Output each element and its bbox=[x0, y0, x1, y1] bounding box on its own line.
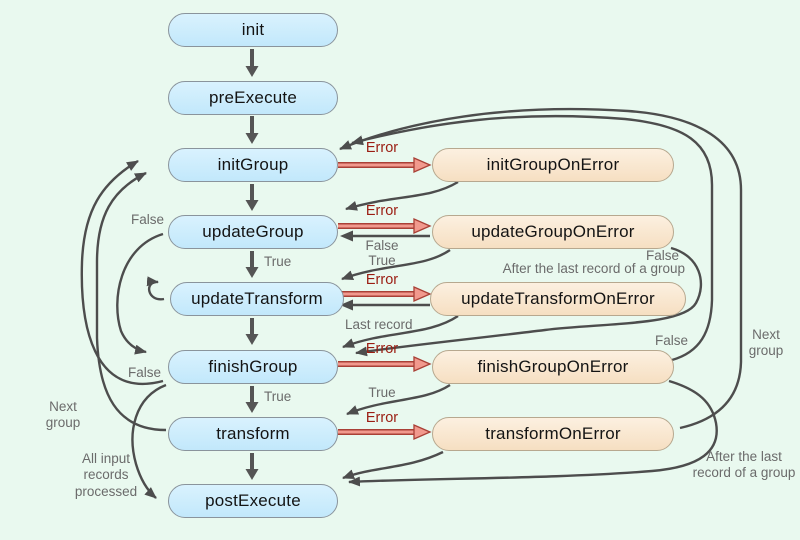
edge-label-false-finish-group-on-error: False bbox=[655, 333, 689, 348]
edge-label-error-update-group: Error bbox=[365, 203, 399, 219]
node-update-group-on-error: updateGroupOnError bbox=[432, 215, 674, 249]
edge-label-error-transform: Error bbox=[365, 410, 399, 426]
edge-label-false-finish-group: False bbox=[128, 365, 162, 380]
node-update-transform-on-error: updateTransformOnError bbox=[430, 282, 686, 316]
node-transform: transform bbox=[168, 417, 338, 451]
edge-label-last-record: Last record bbox=[345, 317, 413, 332]
edge-label-false-update-group-on-error: False bbox=[646, 248, 680, 263]
edge-label-error-finish-group: Error bbox=[365, 341, 399, 357]
edge-label-false-return: False bbox=[365, 238, 399, 253]
edge-label-true-on-error: True bbox=[368, 385, 396, 400]
edge-label-next-group-right: Next group bbox=[748, 327, 784, 359]
error-arrows bbox=[338, 157, 432, 440]
edge-label-true-finish-group: True bbox=[264, 389, 292, 404]
edge-label-true-update-group: True bbox=[264, 254, 292, 269]
edge-label-after-last-record-top: After the last record of a group bbox=[502, 261, 685, 276]
node-init-group: initGroup bbox=[168, 148, 338, 182]
edge-label-false-update-group: False bbox=[131, 212, 165, 227]
node-post-execute: postExecute bbox=[168, 484, 338, 518]
flow-curves bbox=[80, 107, 743, 499]
node-update-transform: updateTransform bbox=[170, 282, 344, 316]
edge-label-true-return: True bbox=[368, 253, 396, 268]
node-finish-group-on-error: finishGroupOnError bbox=[432, 350, 674, 384]
edge-label-error-init-group: Error bbox=[365, 140, 399, 156]
node-finish-group: finishGroup bbox=[168, 350, 338, 384]
node-init: init bbox=[168, 13, 338, 47]
node-update-group: updateGroup bbox=[168, 215, 338, 249]
node-transform-on-error: transformOnError bbox=[432, 417, 674, 451]
return-arrowheads bbox=[340, 230, 353, 311]
edge-label-all-input-records: All input records processed bbox=[74, 451, 138, 499]
edge-label-next-group-left: Next group bbox=[45, 399, 81, 431]
node-pre-execute: preExecute bbox=[168, 81, 338, 115]
edge-label-error-update-transform: Error bbox=[365, 272, 399, 288]
node-init-group-on-error: initGroupOnError bbox=[432, 148, 674, 182]
down-arrows bbox=[245, 49, 259, 480]
edge-label-after-last-record-bottom: After the last record of a group bbox=[692, 449, 796, 481]
